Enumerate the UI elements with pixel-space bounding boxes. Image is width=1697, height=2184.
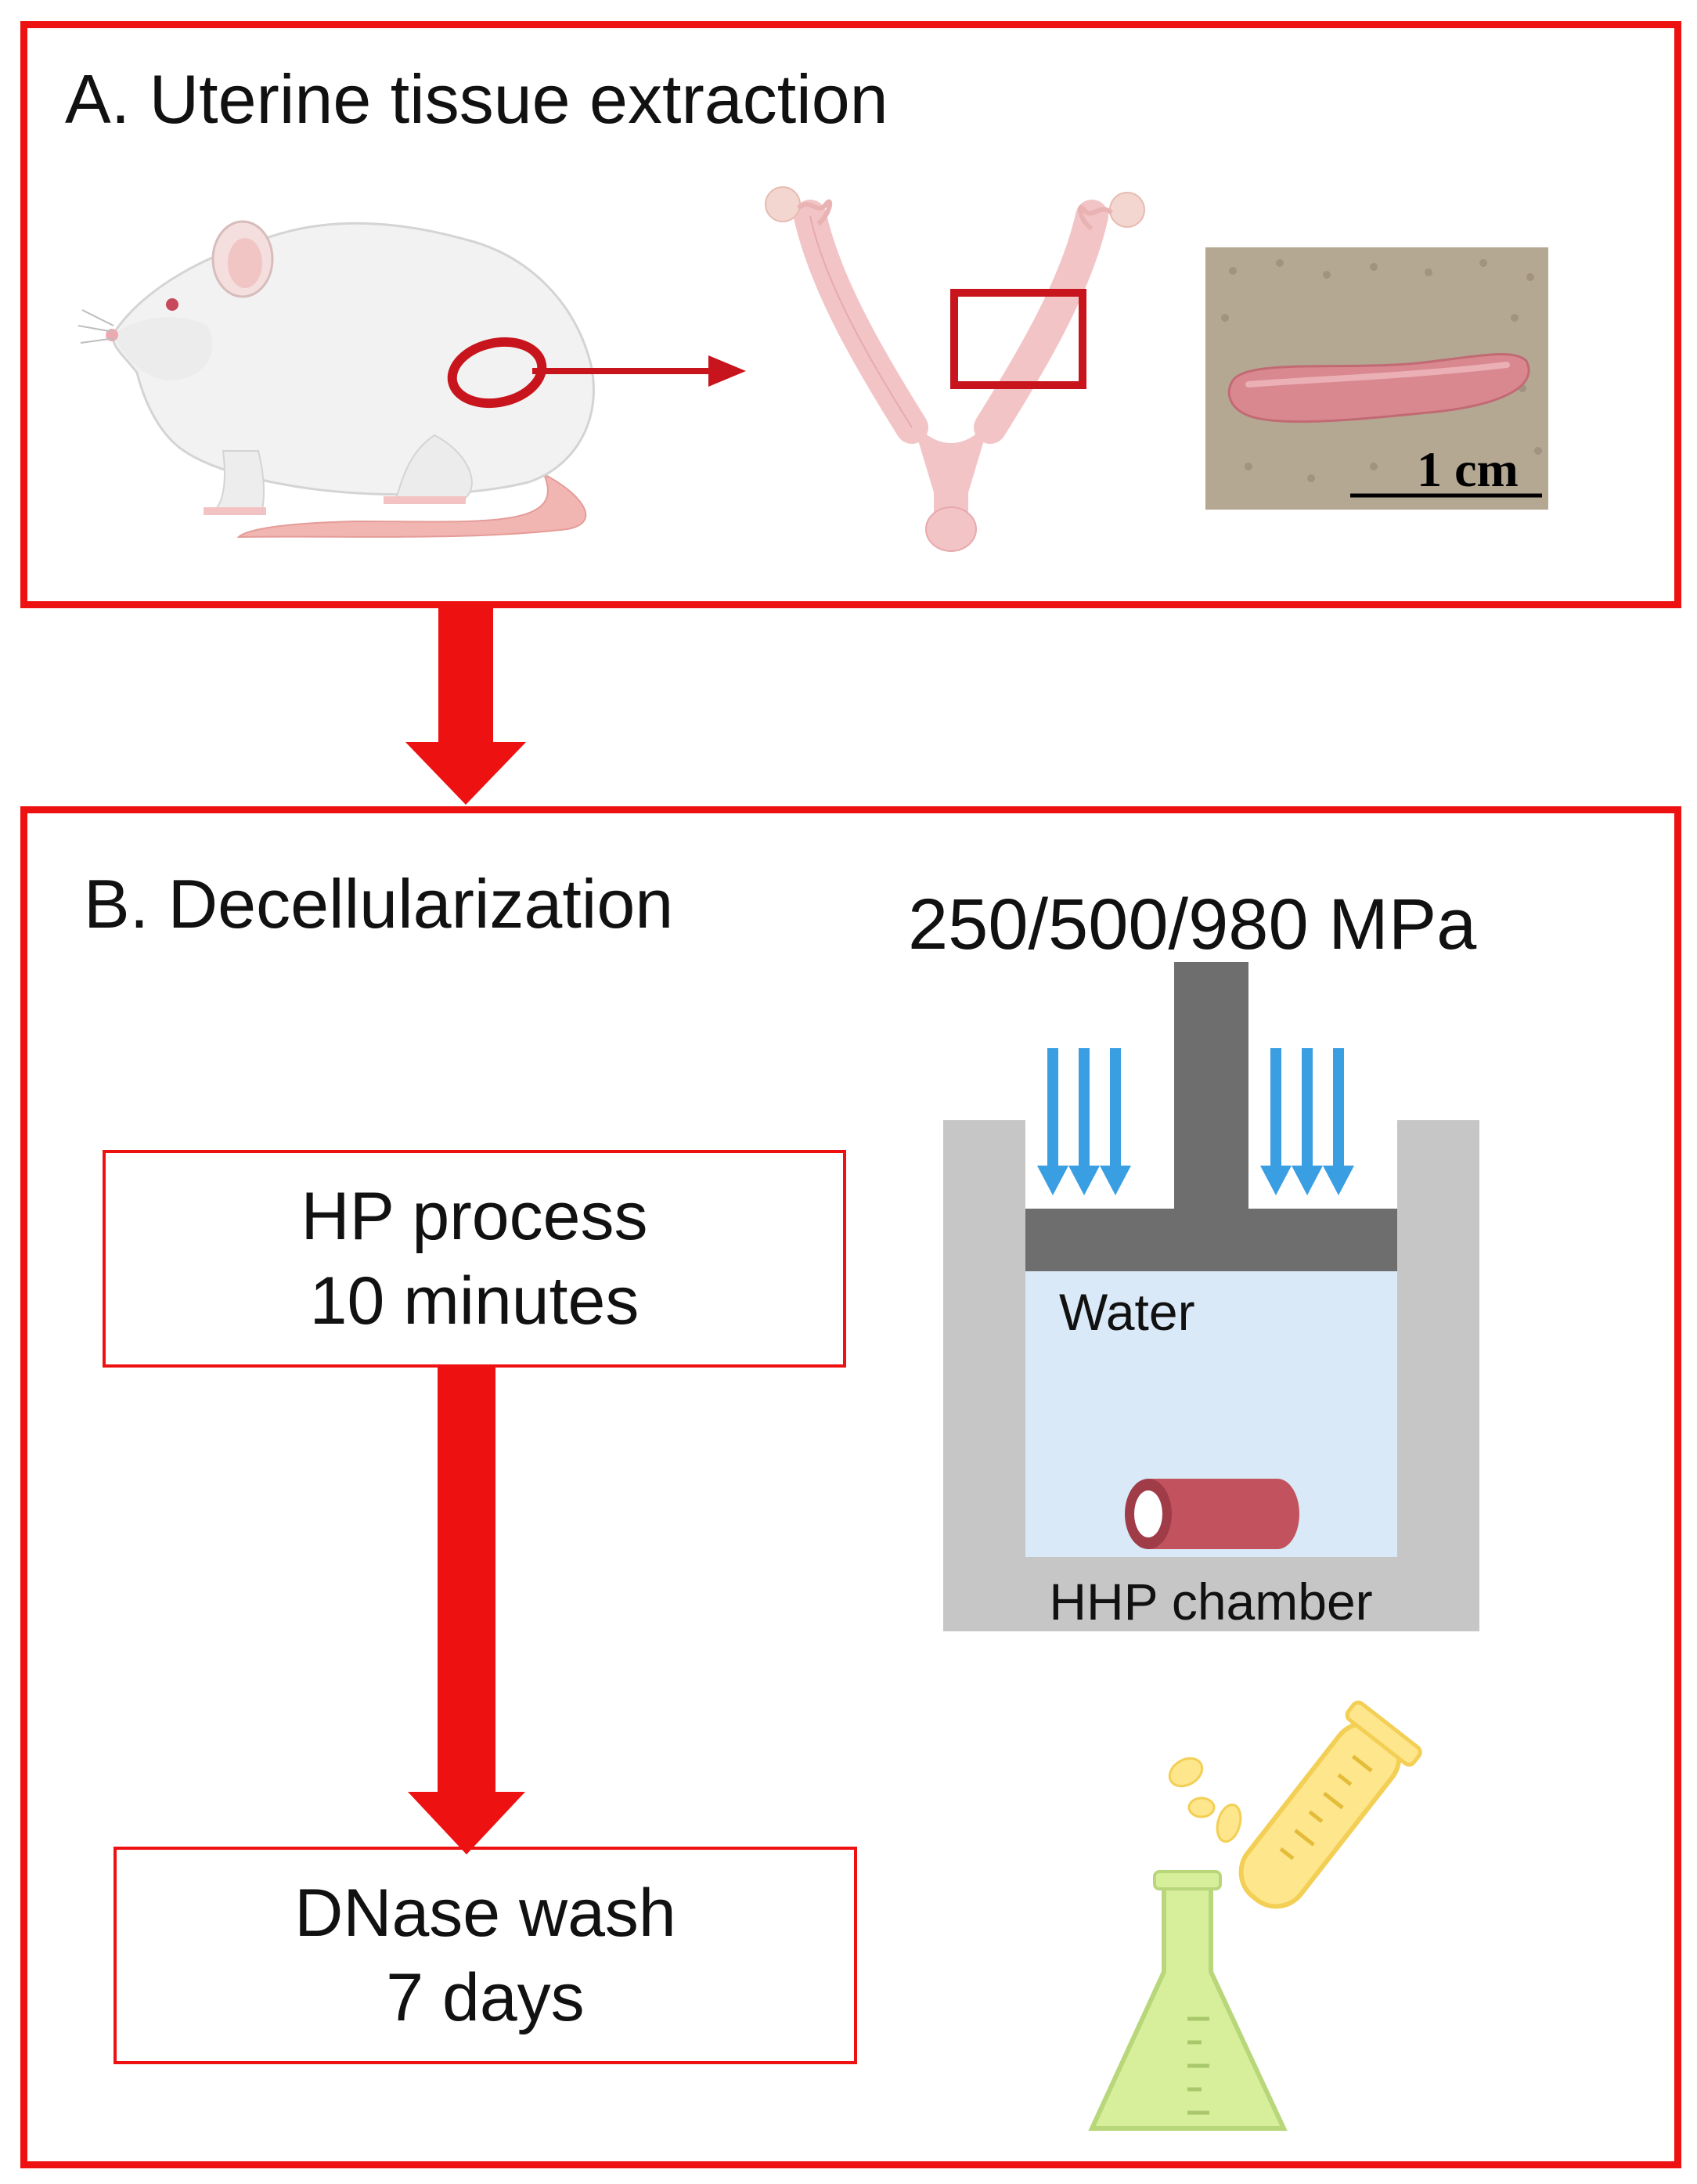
- hp-process-label: HP process: [301, 1178, 648, 1254]
- panel-decellularization: B. Decellularization 250/500/980 MPa HP …: [20, 806, 1681, 2168]
- hp-process-duration: 10 minutes: [309, 1263, 640, 1339]
- panel-a-title: A. Uterine tissue extraction: [65, 60, 888, 138]
- rat-tail: [236, 472, 587, 539]
- ovary-right: [1109, 192, 1145, 228]
- panel-uterine-tissue-extraction: A. Uterine tissue extraction: [20, 21, 1681, 608]
- rat-hind-paw: [384, 496, 466, 504]
- hhp-chamber-diagram: Water HHP chamber: [943, 962, 1479, 1631]
- panel-b-title: B. Decellularization: [84, 865, 674, 942]
- chamber-wall: [943, 1120, 1479, 1631]
- rat-head-shade: [113, 317, 213, 380]
- liquid-drops-icon: [1168, 1757, 1242, 1843]
- rat-ear-inner: [228, 238, 262, 288]
- ovary-left: [765, 186, 801, 222]
- test-tube-icon: [1238, 1700, 1422, 1909]
- panel-b-illustrations: Water HHP chamber: [408, 962, 1479, 2131]
- oviduct-right: [1077, 205, 1114, 231]
- water-label: Water: [1059, 1283, 1195, 1341]
- rat-eye: [166, 298, 178, 311]
- dnase-wash-step: DNase wash 7 days: [113, 1847, 857, 2064]
- dnase-wash-duration: 7 days: [386, 1960, 585, 2035]
- dnase-wash-label: DNase wash: [294, 1875, 676, 1951]
- flask-icon: [1088, 1870, 1288, 2131]
- cervix-tip: [925, 506, 977, 552]
- uterine-horn-left: [794, 200, 928, 444]
- uterine-horn-left-edge: [809, 215, 913, 428]
- panel-a-illustrations: 1 cm: [77, 186, 1548, 552]
- uterus-illustration: [765, 186, 1145, 552]
- pressure-arrows-right: [1260, 1048, 1354, 1195]
- rat-front-paw: [204, 507, 266, 515]
- pressure-arrows-left: [1037, 1048, 1131, 1195]
- horn-selection-box: [950, 289, 1086, 389]
- piston-rod: [1174, 962, 1248, 1213]
- uterine-horn-right: [974, 200, 1108, 444]
- chamber-label: HHP chamber: [1049, 1573, 1372, 1631]
- uterine-body: [912, 420, 990, 498]
- extraction-arrow: [532, 355, 746, 387]
- tissue-photo: 1 cm: [1205, 247, 1548, 510]
- flow-arrow-hp-to-dnase: [408, 1368, 525, 1854]
- pressure-label: 250/500/980 MPa: [908, 885, 1477, 964]
- uterus-location-marker: [447, 337, 547, 409]
- oviduct-left: [796, 199, 833, 226]
- rat-illustration: [77, 220, 595, 539]
- piston-plate: [1025, 1209, 1397, 1271]
- hp-process-step: HP process 10 minutes: [103, 1150, 846, 1368]
- rat-whisker: [77, 309, 116, 344]
- scale-bar-label: 1 cm: [1417, 441, 1519, 497]
- photo-texture: [1221, 259, 1542, 482]
- tissue-tube-sample: [1125, 1479, 1299, 1549]
